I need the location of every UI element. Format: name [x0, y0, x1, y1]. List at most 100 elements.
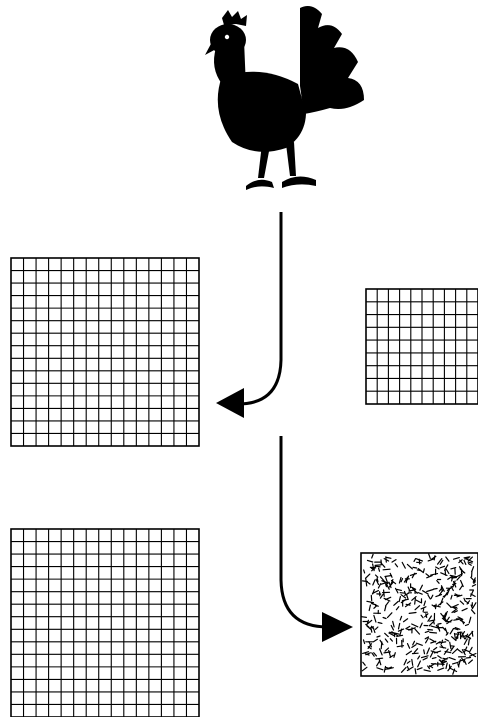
speckle-fragment: [393, 652, 396, 658]
speckle-fragment: [472, 602, 477, 609]
speckle-fragment: [445, 556, 450, 562]
curved-arrow-to-top-left-grid: [216, 212, 283, 418]
speckle-fragment: [372, 588, 375, 595]
speckle-fragment: [380, 641, 383, 650]
speckle-fragment: [406, 660, 411, 664]
grid-border: [10, 528, 200, 717]
speckle-fragment: [446, 585, 454, 592]
speckle-fragment: [375, 578, 380, 586]
speckle-fragment: [400, 594, 407, 599]
speckle-fragment: [463, 659, 467, 665]
speckle-fragment: [396, 588, 402, 592]
speckle-fragment: [433, 604, 441, 608]
speckle-fragment: [454, 637, 459, 641]
speckle-fragment: [430, 572, 439, 576]
speckle-fragment: [389, 631, 394, 634]
speckle-fragment: [459, 585, 463, 591]
speckle-fragment: [372, 563, 375, 572]
speckle-fragment: [463, 559, 467, 566]
speckle-fragment: [427, 665, 430, 670]
speckle-fragment: [371, 652, 375, 657]
speckle-fragment: [429, 638, 437, 643]
speckle-fragment: [431, 656, 437, 660]
grid-panel-top-right: [365, 288, 478, 405]
speckle-fragment: [437, 667, 445, 671]
speckle-fragment: [394, 587, 399, 594]
speckle-fragment: [429, 631, 438, 634]
speckle-fragment: [448, 656, 456, 661]
speckle-fragment: [453, 556, 460, 560]
speckle-fragment: [442, 626, 446, 631]
speckle-fragment: [370, 627, 373, 633]
speckle-fragment: [384, 574, 393, 578]
speckle-fragment: [426, 574, 433, 579]
speckle-fragment: [428, 620, 435, 627]
speckle-fragment: [456, 594, 463, 598]
speckle-fragment: [411, 643, 417, 649]
speckle-fragment: [468, 646, 473, 653]
speckle-fragment: [430, 625, 439, 629]
speckle-fragment: [422, 608, 425, 613]
speckle-fragment: [457, 616, 464, 621]
speckle-fragment: [388, 632, 395, 637]
speckle-fragment: [362, 639, 366, 645]
speckle-fragment: [415, 642, 423, 646]
speckle-fragment: [440, 612, 445, 619]
speckle-fragment: [461, 649, 466, 656]
speckle-fragment: [384, 638, 389, 643]
speckle-fragment: [424, 613, 429, 618]
speckle-fragment: [447, 665, 452, 672]
speckle-fragment: [470, 589, 475, 597]
speckle-fragment: [437, 622, 442, 625]
speckle-fragment: [417, 660, 421, 668]
speckle-fragment: [433, 555, 436, 561]
speckle-fragment: [379, 648, 383, 656]
speckle-fragment: [384, 647, 390, 652]
speckle-fragment: [443, 591, 449, 598]
speckle-fragment: [454, 626, 461, 630]
speckle-fragment: [456, 575, 461, 581]
speckle-fragment: [427, 628, 434, 631]
rooster-silhouette-icon: [205, 6, 364, 190]
grid-panel-top-left: [10, 257, 200, 447]
speckle-fragment: [378, 658, 382, 666]
speckle-fragment: [424, 630, 430, 634]
speckle-fragment: [406, 563, 413, 570]
speckle-fragment: [420, 614, 424, 619]
speckle-fragment: [362, 651, 370, 655]
speckle-fragment: [397, 622, 401, 630]
speckle-fragment: [383, 651, 391, 654]
speckle-fragment: [364, 573, 371, 579]
speckle-fragment: [377, 621, 383, 625]
speckle-fragment: [417, 591, 423, 595]
speckle-fragment: [403, 575, 410, 583]
speckle-fragment: [450, 645, 455, 652]
speckle-fragment: [446, 619, 453, 625]
speckle-fragment: [414, 605, 421, 611]
speckle-fragment: [428, 662, 436, 668]
speckle-fragment: [425, 637, 429, 644]
speckle-fragment: [433, 646, 438, 651]
speckle-fragment: [435, 641, 441, 645]
speckle-fragment: [373, 614, 377, 623]
speckle-fragment: [450, 566, 457, 570]
speckle-fragment: [409, 572, 417, 577]
speckle-fragment: [372, 579, 376, 586]
speckle-fragment: [426, 588, 434, 593]
speckle-fragment: [426, 647, 430, 655]
speckle-fragment: [413, 648, 419, 654]
speckle-fragment: [411, 595, 417, 601]
speckle-fragment: [449, 627, 455, 635]
speckle-fragment: [461, 607, 468, 612]
speckle-fragment: [411, 623, 419, 628]
speckle-fragment: [439, 659, 443, 665]
speckle-fragment: [399, 592, 406, 594]
speckle-fragment: [445, 662, 448, 670]
speckle-fragment: [465, 656, 472, 659]
speckle-fragment: [384, 596, 392, 601]
speckle-fragment: [424, 636, 430, 640]
speckle-fragment: [457, 648, 463, 654]
speckle-fragment: [366, 581, 371, 585]
speckle-fragment: [469, 652, 477, 658]
speckle-fragment: [439, 646, 447, 649]
